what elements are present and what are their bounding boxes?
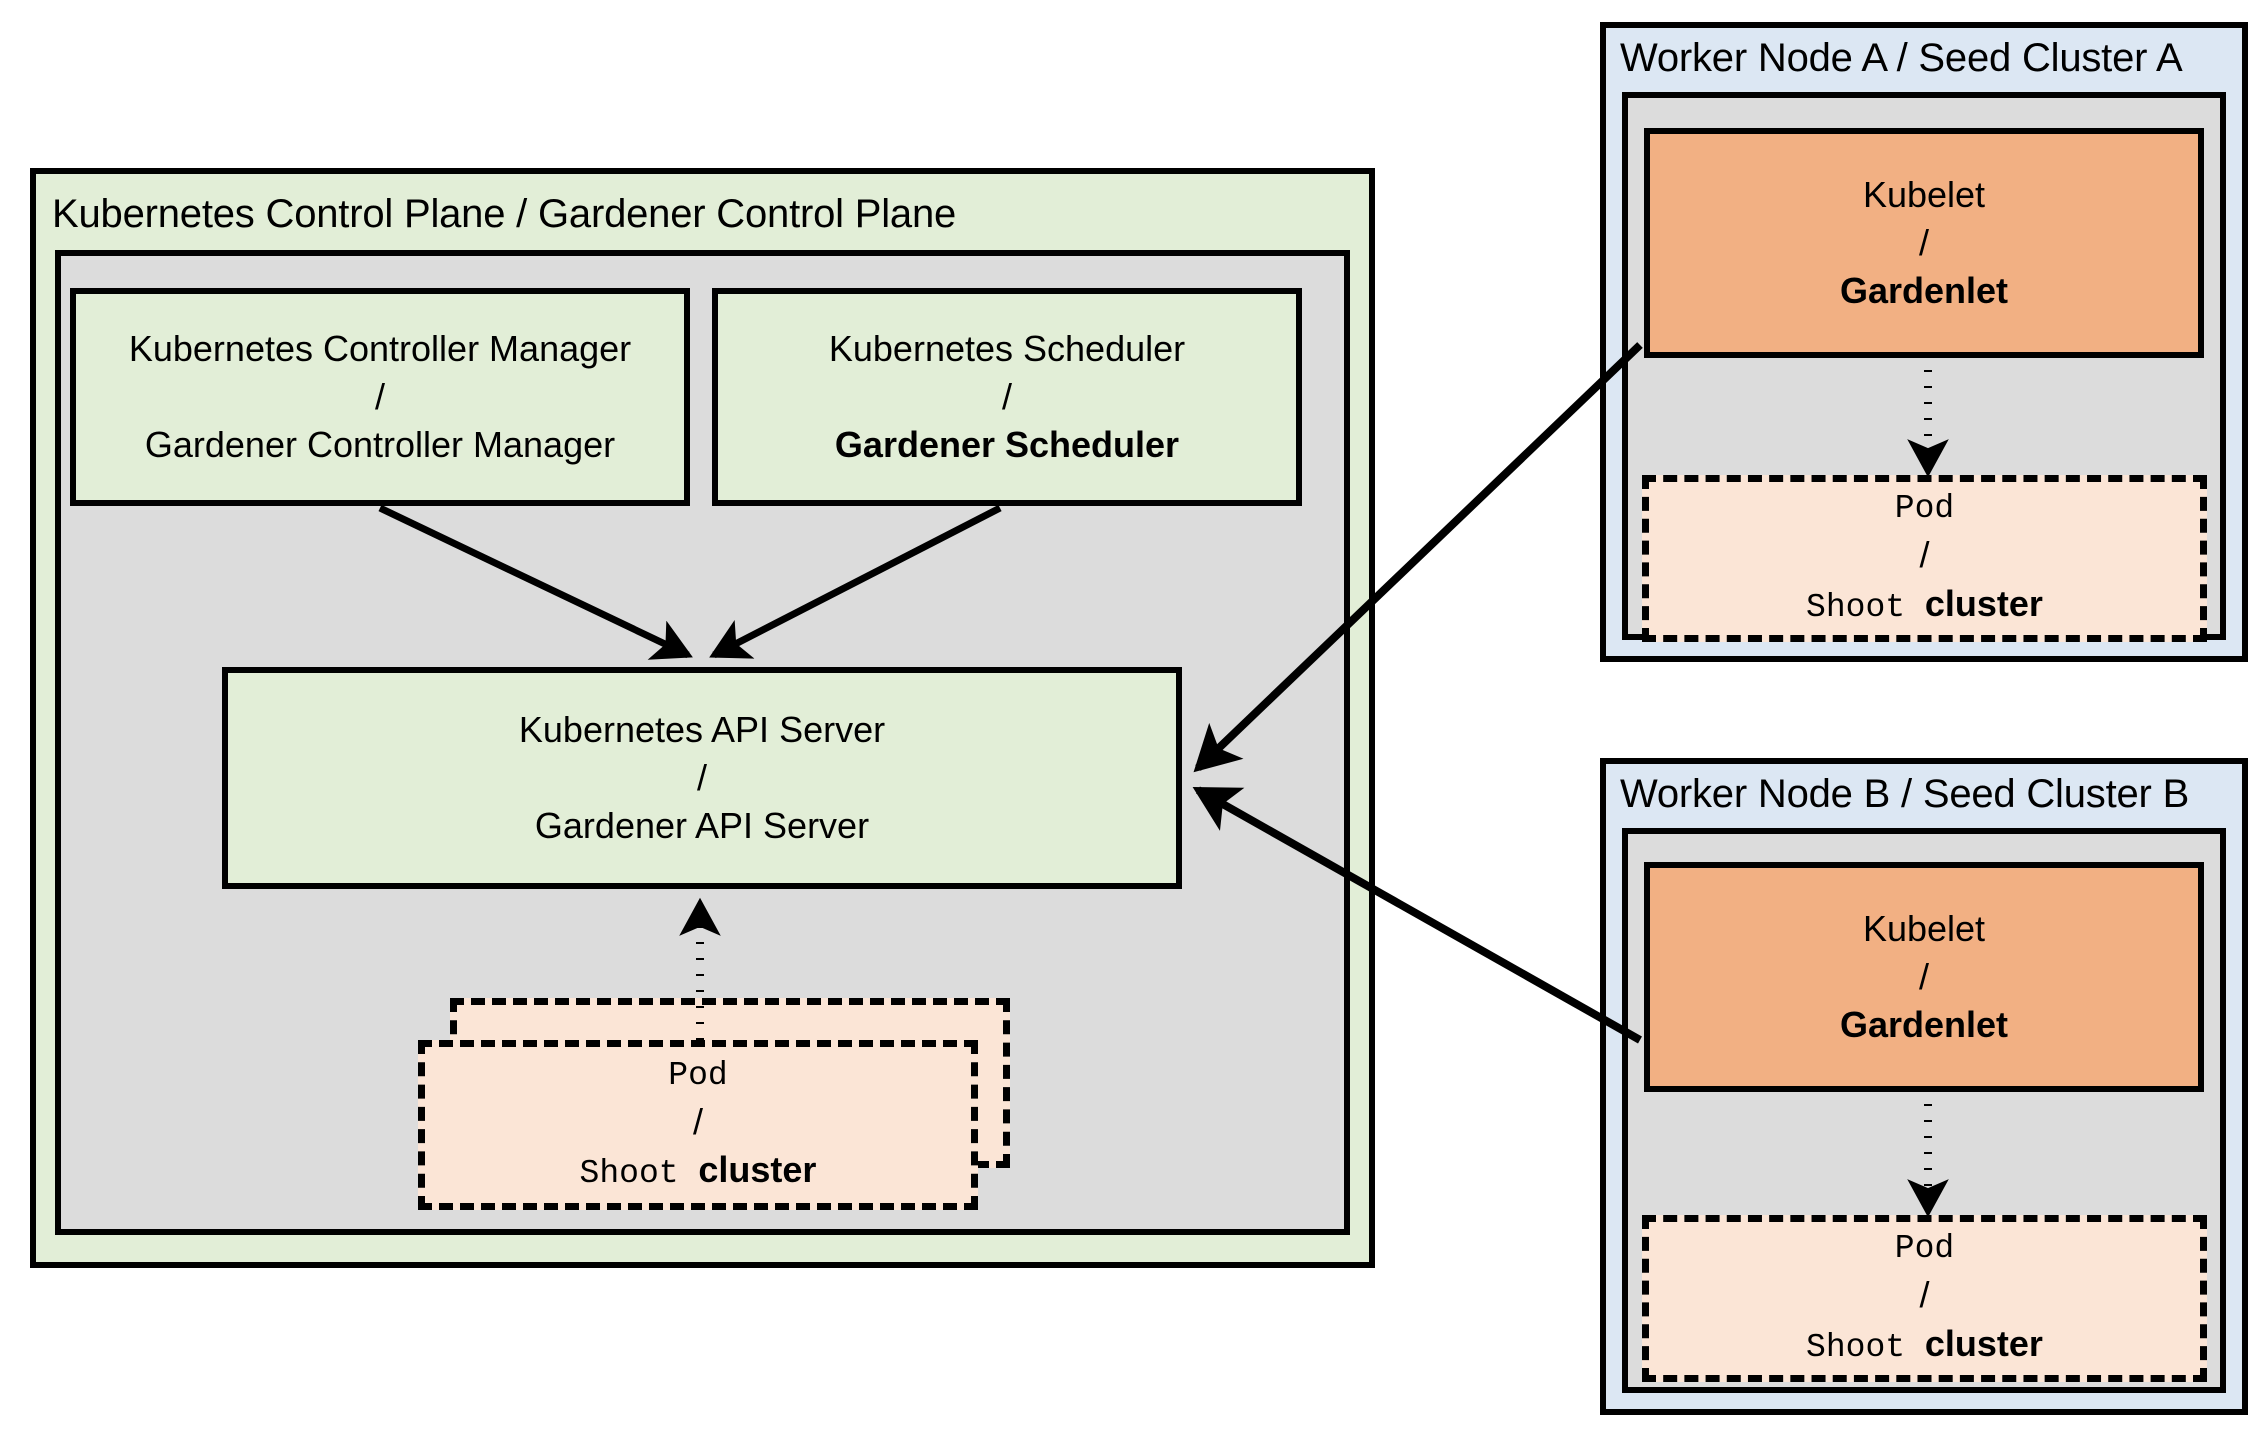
worker-node-b-kubelet-text: Kubelet / Gardenlet [1840, 905, 2008, 1050]
api-server-text: Kubernetes API Server / Gardener API Ser… [519, 706, 885, 851]
worker-node-b-pod-text: Pod / Shoot cluster [1806, 1227, 2043, 1370]
worker-node-a-pod-text: Pod / Shoot cluster [1806, 487, 2043, 630]
worker-node-a-kubelet-text: Kubelet / Gardenlet [1840, 171, 2008, 316]
kubernetes-scheduler-box[interactable]: Kubernetes Scheduler / Gardener Schedule… [712, 288, 1302, 506]
kubernetes-api-server-box[interactable]: Kubernetes API Server / Gardener API Ser… [222, 667, 1182, 889]
controller-manager-text: Kubernetes Controller Manager / Gardener… [129, 325, 631, 470]
control-plane-pod-separator: / [692, 1100, 703, 1142]
worker-node-b-pod-line2: Shoot cluster [1806, 1322, 2043, 1366]
kubernetes-controller-manager-box[interactable]: Kubernetes Controller Manager / Gardener… [70, 288, 690, 506]
api-server-line2: Gardener API Server [534, 805, 870, 847]
api-server-separator: / [696, 756, 707, 798]
worker-node-a-kubelet-box[interactable]: Kubelet / Gardenlet [1644, 128, 2204, 358]
api-server-line1: Kubernetes API Server [518, 708, 886, 750]
scheduler-text: Kubernetes Scheduler / Gardener Schedule… [829, 325, 1185, 470]
worker-node-a-kubelet-separator: / [1918, 221, 1929, 263]
control-plane-pod-line1: Pod [668, 1056, 728, 1094]
worker-node-a-pod-separator: / [1919, 534, 1930, 576]
worker-node-b-kubelet-separator: / [1918, 955, 1929, 997]
worker-node-b-pod-separator: / [1919, 1274, 1930, 1316]
worker-node-b-title: Worker Node B / Seed Cluster B [1620, 772, 2190, 816]
control-plane-title: Kubernetes Control Plane / Gardener Cont… [52, 192, 957, 236]
worker-node-a-pod-box[interactable]: Pod / Shoot cluster [1642, 475, 2207, 642]
worker-node-a-kubelet-line1: Kubelet [1862, 173, 1986, 215]
worker-node-b-kubelet-box[interactable]: Kubelet / Gardenlet [1644, 862, 2204, 1092]
worker-node-b-pod-box[interactable]: Pod / Shoot cluster [1642, 1215, 2207, 1382]
scheduler-line2: Gardener Scheduler [834, 424, 1180, 466]
worker-node-a-title: Worker Node A / Seed Cluster A [1620, 36, 2183, 80]
controller-manager-line1: Kubernetes Controller Manager [128, 327, 632, 369]
control-plane-pod-line2: Shoot cluster [579, 1149, 817, 1193]
worker-node-a-kubelet-line2: Gardenlet [1839, 270, 2009, 312]
worker-node-b-pod-line1: Pod [1894, 1230, 1955, 1268]
worker-node-a-pod-line1: Pod [1894, 490, 1955, 528]
worker-node-b-kubelet-line1: Kubelet [1862, 907, 1986, 949]
control-plane-pod-text: Pod / Shoot cluster [580, 1054, 817, 1197]
scheduler-line1: Kubernetes Scheduler [828, 327, 1186, 369]
controller-manager-line2: Gardener Controller Manager [144, 424, 616, 466]
worker-node-a-pod-line2: Shoot cluster [1806, 582, 2043, 626]
scheduler-separator: / [1001, 375, 1012, 417]
worker-node-b-kubelet-line2: Gardenlet [1839, 1004, 2009, 1046]
controller-manager-separator: / [374, 375, 385, 417]
control-plane-pod-box[interactable]: Pod / Shoot cluster [418, 1040, 978, 1210]
